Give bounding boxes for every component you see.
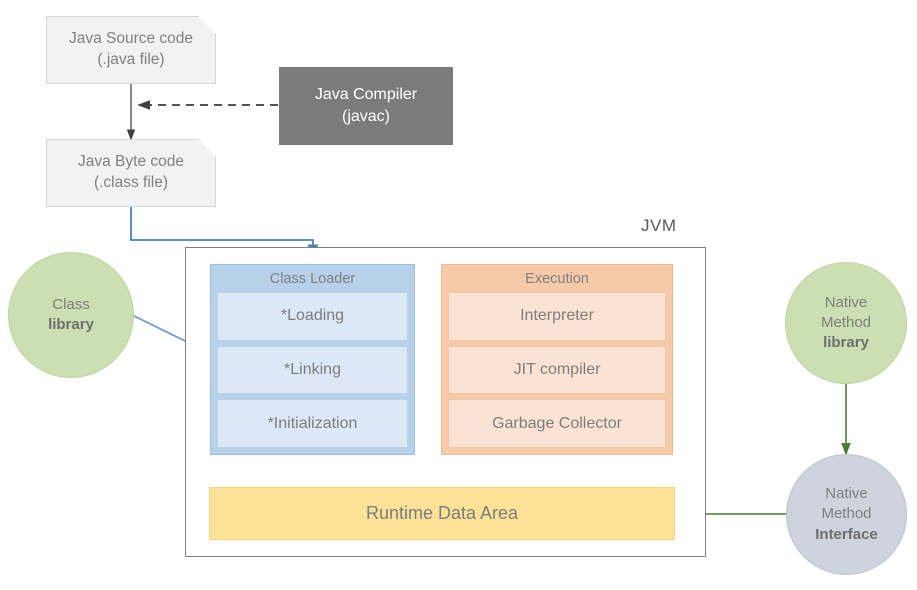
node-class-library-line2: library <box>48 316 94 333</box>
node-java-compiler-text: Java Compiler (javac) <box>315 84 417 127</box>
node-java-byte-code-line2: (.class file) <box>93 174 169 191</box>
class-loader-stage-loading[interactable]: *Loading <box>217 292 408 341</box>
execution-component-jit-compiler[interactable]: JIT compiler <box>448 345 666 395</box>
node-java-byte-code-line1: Java Byte code <box>78 153 184 171</box>
node-native-method-interface-text: Native Method Interface <box>815 484 878 545</box>
node-java-byte-code[interactable]: Java Byte code (.class file) <box>46 139 216 207</box>
node-java-compiler-line1: Java Compiler <box>314 86 418 104</box>
node-class-library-line1: Class <box>52 295 90 313</box>
panel-runtime-data-area[interactable]: Runtime Data Area <box>209 487 675 540</box>
jvm-label: JVM <box>641 216 677 235</box>
node-native-method-library-line1: Native <box>824 293 868 311</box>
node-java-source-code-line2: (.java file) <box>97 51 165 68</box>
node-native-method-interface[interactable]: Native Method Interface <box>786 454 907 575</box>
node-native-method-interface-line1: Native <box>825 485 868 503</box>
node-java-compiler[interactable]: Java Compiler (javac) <box>279 67 453 145</box>
execution-component-garbage-collector[interactable]: Garbage Collector <box>448 399 666 449</box>
node-java-source-code-text: Java Source code (.java file) <box>69 29 193 71</box>
node-native-method-library[interactable]: Native Method library <box>785 262 907 384</box>
node-java-source-code-line1: Java Source code <box>68 30 194 48</box>
panel-execution[interactable]: Execution Interpreter JIT compiler Garba… <box>441 264 673 455</box>
panel-execution-title: Execution <box>525 271 589 287</box>
execution-component-interpreter[interactable]: Interpreter <box>448 292 666 341</box>
node-native-method-library-line2: Method <box>820 313 872 331</box>
node-class-library-text: Class library <box>48 295 94 336</box>
node-java-source-code[interactable]: Java Source code (.java file) <box>46 16 216 84</box>
node-native-method-library-line3: library <box>823 334 869 352</box>
node-native-method-interface-line2: Method <box>821 505 872 523</box>
panel-runtime-data-area-label: Runtime Data Area <box>365 503 519 523</box>
node-class-library[interactable]: Class library <box>8 252 134 378</box>
panel-class-loader[interactable]: Class Loader *Loading *Linking *Initiali… <box>210 264 415 455</box>
class-loader-stage-linking[interactable]: *Linking <box>217 345 408 395</box>
node-native-method-interface-line3: Interface <box>815 525 878 543</box>
node-java-compiler-line2: (javac) <box>341 108 390 125</box>
node-native-method-library-text: Native Method library <box>821 293 871 354</box>
class-loader-stage-initialization[interactable]: *Initialization <box>217 399 408 449</box>
panel-class-loader-title: Class Loader <box>269 271 356 287</box>
node-java-byte-code-text: Java Byte code (.class file) <box>78 152 184 194</box>
panel-class-loader-body: *Loading *Linking *Initialization <box>211 292 414 454</box>
panel-execution-body: Interpreter JIT compiler Garbage Collect… <box>442 292 672 454</box>
